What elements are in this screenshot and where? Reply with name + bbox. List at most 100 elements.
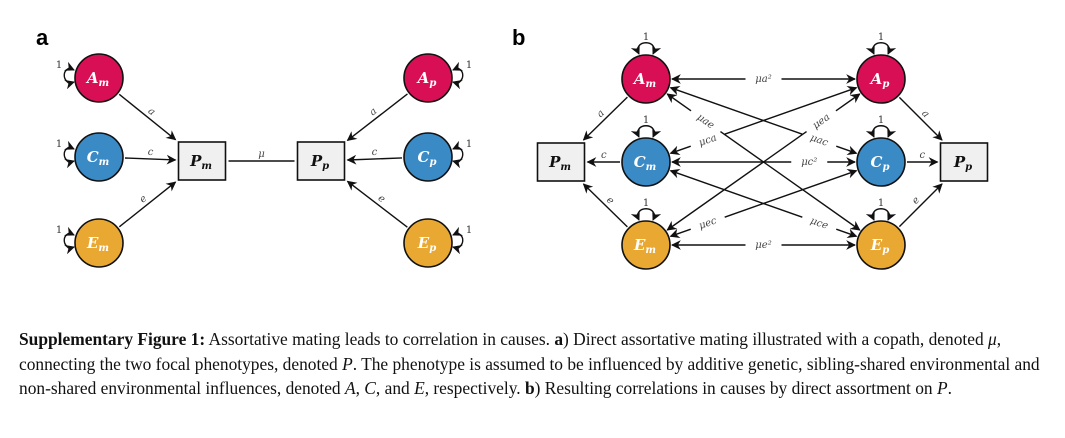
- edge-label: c: [601, 150, 607, 161]
- edge-label: μa²: [755, 74, 771, 85]
- caption-text: , connecting the two focal phenotypes, d…: [19, 329, 1002, 374]
- variance-label: 1: [878, 198, 884, 209]
- self-loop-arrow-icon: [865, 125, 897, 138]
- edge-line: [898, 183, 943, 228]
- node-Cp: 1Cp: [856, 115, 906, 187]
- node-label-base: E: [633, 236, 646, 254]
- edge-label: μea: [811, 112, 832, 132]
- node-label-sub: m: [99, 78, 110, 89]
- node-label-sub: p: [882, 162, 889, 173]
- caption-symbol-P: P: [936, 378, 948, 398]
- caption-text: ) Resulting correlations in causes by di…: [534, 378, 937, 398]
- node-Pm: Pm: [536, 142, 586, 182]
- node-label-base: E: [417, 234, 430, 252]
- latent-factor-circle: [74, 53, 124, 103]
- node-label-sub: m: [646, 79, 657, 90]
- node-Ep: 1Ep: [403, 218, 472, 268]
- caption-symbol-A: A: [344, 378, 356, 398]
- node-Am: 1Am: [56, 53, 124, 103]
- node-label-sub: p: [882, 79, 889, 90]
- node-Cm: 1Cm: [621, 115, 671, 187]
- edge-line: [118, 93, 177, 141]
- node-label-sub: m: [201, 161, 212, 172]
- node-label: Pm: [189, 152, 212, 172]
- caption-symbol-mu: μ: [988, 329, 997, 349]
- latent-factor-circle: [403, 53, 453, 103]
- edge-line: [724, 85, 858, 135]
- self-loop-arrow-icon: [630, 208, 662, 221]
- edge-line: [669, 85, 803, 135]
- caption-text: ,: [355, 378, 365, 398]
- panel-label-b: b: [512, 25, 525, 50]
- latent-factor-circle: [403, 132, 453, 182]
- caption-panel-ref-a: a: [554, 329, 564, 349]
- self-loop-arrow-icon: [63, 226, 75, 255]
- node-label-base: P: [310, 152, 323, 170]
- node-label-base: E: [86, 234, 99, 252]
- node-label: Am: [632, 70, 656, 90]
- edge-line: [118, 181, 177, 228]
- caption-panel-ref-b: b: [524, 378, 535, 398]
- latent-factor-circle: [621, 137, 671, 187]
- edge-Em-Pm: e: [582, 183, 628, 228]
- edge-label: μce: [809, 215, 830, 231]
- node-label: Ap: [869, 70, 890, 90]
- variance-label: 1: [466, 225, 472, 236]
- edge-Ep-Pp: e: [898, 183, 943, 228]
- latent-factor-circle: [856, 220, 906, 270]
- caption-title: Supplementary Figure 1:: [19, 329, 206, 349]
- caption-symbol-P: P: [342, 353, 353, 374]
- edge-label: c: [919, 150, 925, 161]
- edge-label: μ: [258, 149, 265, 160]
- node-Pm: Pm: [177, 141, 227, 181]
- node-label-base: P: [548, 153, 561, 171]
- node-label-sub: m: [560, 162, 571, 173]
- self-loop-arrow-icon: [865, 42, 897, 55]
- edge-line: [666, 93, 692, 112]
- node-Ep: 1Ep: [856, 198, 906, 270]
- node-label: Cp: [418, 148, 437, 168]
- variance-label: 1: [643, 115, 649, 126]
- variance-label: 1: [878, 115, 884, 126]
- figure-caption: Supplementary Figure 1: Assortative mati…: [19, 327, 1059, 401]
- node-label-sub: p: [429, 243, 436, 254]
- caption-text: , respectively.: [424, 378, 525, 398]
- edge-line: [724, 168, 858, 218]
- self-loop-arrow-icon: [63, 61, 75, 90]
- variance-label: 1: [643, 198, 649, 209]
- node-Cm: 1Cm: [56, 132, 124, 182]
- variance-label: 1: [56, 60, 62, 71]
- node-label: Em: [633, 236, 656, 256]
- self-loop-arrow-icon: [452, 61, 464, 90]
- edge-line: [124, 154, 177, 165]
- edge-label: c: [147, 147, 153, 158]
- node-Pp: Pp: [296, 141, 346, 181]
- edge-label: μca: [698, 132, 719, 148]
- node-label-base: P: [953, 153, 966, 171]
- node-label: Pm: [548, 153, 571, 173]
- node-label: Cm: [87, 148, 110, 168]
- node-Ap: 1Ap: [403, 53, 472, 103]
- node-label: Ap: [416, 69, 437, 89]
- node-label-sub: m: [99, 157, 110, 168]
- edge-label: a: [146, 106, 158, 118]
- edge-line: [669, 168, 803, 218]
- edge-line: [582, 96, 628, 141]
- caption-text: . The phenotype is assumed to be influen…: [19, 353, 1040, 399]
- node-label-base: A: [632, 70, 646, 88]
- node-Ap: 1Ap: [856, 32, 906, 104]
- node-label: Cp: [871, 153, 890, 173]
- self-loop-arrow-icon: [630, 42, 662, 55]
- phenotype-box: [296, 141, 346, 181]
- caption-text: .: [947, 378, 952, 398]
- node-Cp: 1Cp: [403, 132, 472, 182]
- variance-label: 1: [466, 139, 472, 150]
- node-label-sub: p: [429, 78, 436, 89]
- variance-label: 1: [878, 32, 884, 43]
- node-label-base: A: [869, 70, 883, 88]
- edge-line: [669, 228, 691, 239]
- node-label-base: C: [634, 153, 646, 171]
- node-label-base: A: [85, 69, 99, 87]
- edge-line: [666, 131, 807, 231]
